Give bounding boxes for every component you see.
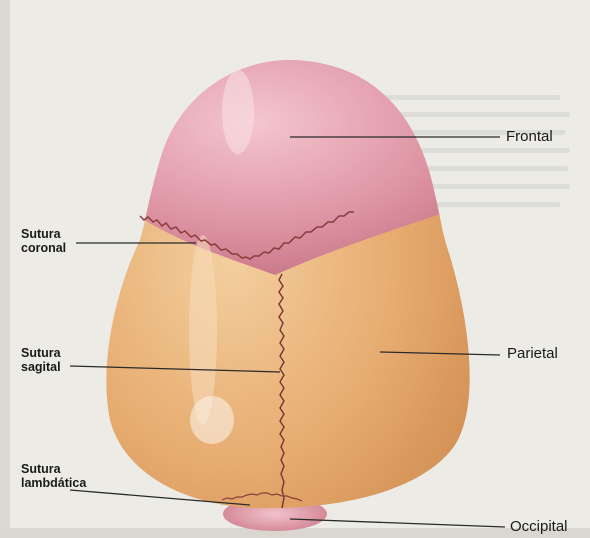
parietal-highlight-2 [190, 396, 234, 444]
label-sutura-sagital-line2: sagital [21, 360, 61, 374]
label-frontal: Frontal [506, 128, 553, 145]
label-sutura-sagital: Sutura sagital [21, 346, 61, 375]
photo-shadow-left [0, 0, 10, 538]
label-sutura-coronal-line1: Sutura [21, 227, 66, 241]
label-sutura-coronal: Sutura coronal [21, 227, 66, 256]
label-sutura-lambdatica-line2: lambdática [21, 476, 86, 490]
label-sutura-lambdatica: Sutura lambdática [21, 462, 86, 491]
label-sutura-coronal-line2: coronal [21, 241, 66, 255]
label-occipital: Occipital [510, 518, 568, 535]
label-sutura-sagital-line1: Sutura [21, 346, 61, 360]
label-sutura-lambdatica-line1: Sutura [21, 462, 86, 476]
frontal-highlight [222, 70, 254, 154]
label-parietal: Parietal [507, 345, 558, 362]
